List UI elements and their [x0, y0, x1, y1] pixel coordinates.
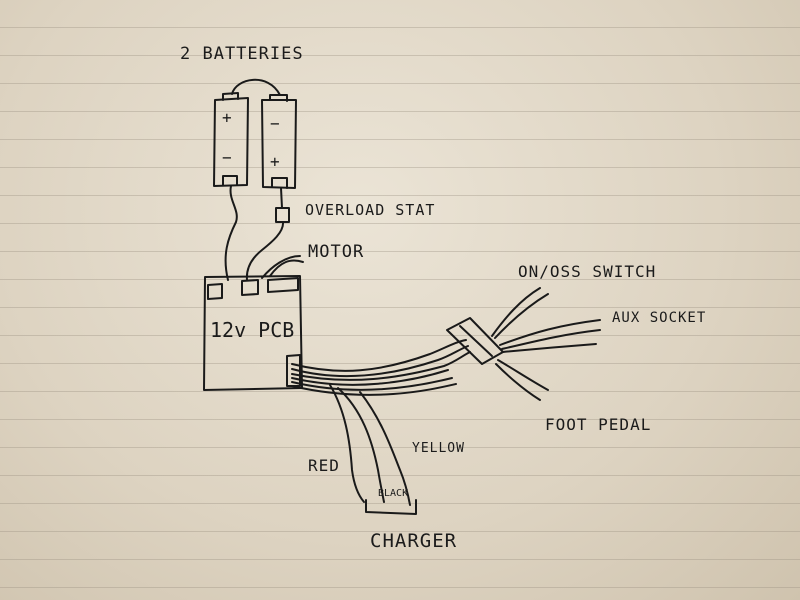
foot-pedal-wire	[497, 359, 549, 391]
aux-socket-label: AUX SOCKET	[612, 310, 707, 326]
battery-to-overload-wire	[280, 187, 283, 209]
motor-label: MOTOR	[308, 242, 365, 262]
pcb-connector	[286, 354, 301, 387]
pcb-label: 12v PCB	[210, 318, 295, 342]
charger-wire-black	[337, 387, 385, 503]
wire-bundle	[291, 339, 467, 372]
charger-plug	[365, 499, 417, 515]
motor-wire	[269, 259, 304, 277]
pcb-terminal-1	[207, 283, 223, 300]
battery-left-plus: +	[222, 108, 233, 127]
overload-stat-label: OVERLOAD STAT	[305, 201, 436, 219]
foot-pedal-label: FOOT PEDAL	[545, 415, 652, 434]
batteries-label: 2 BATTERIES	[180, 44, 304, 64]
overload-to-pcb-wire	[245, 221, 285, 281]
battery-right-minus: −	[270, 114, 281, 133]
yellow-wire-label: YELLOW	[412, 441, 465, 456]
charger-label: CHARGER	[370, 530, 458, 552]
pcb-terminal-3	[267, 277, 299, 293]
battery-right-plus: +	[270, 152, 281, 171]
pcb-terminal-2	[241, 279, 259, 296]
overload-stat-box	[275, 207, 290, 223]
battery-left-minus: −	[222, 148, 233, 167]
black-wire-label: BLACK	[378, 488, 409, 499]
aux-wire-1	[499, 319, 601, 346]
battery-link-wire	[231, 78, 281, 96]
switch-label: ON/OSS SWITCH	[518, 262, 657, 281]
switch-wire-1	[491, 287, 541, 337]
battery-to-pcb-wire	[224, 185, 238, 281]
red-wire-label: RED	[308, 456, 340, 475]
charger-wire-red	[329, 384, 365, 503]
battery-right	[261, 99, 297, 189]
charger-wire-yellow	[359, 391, 411, 506]
